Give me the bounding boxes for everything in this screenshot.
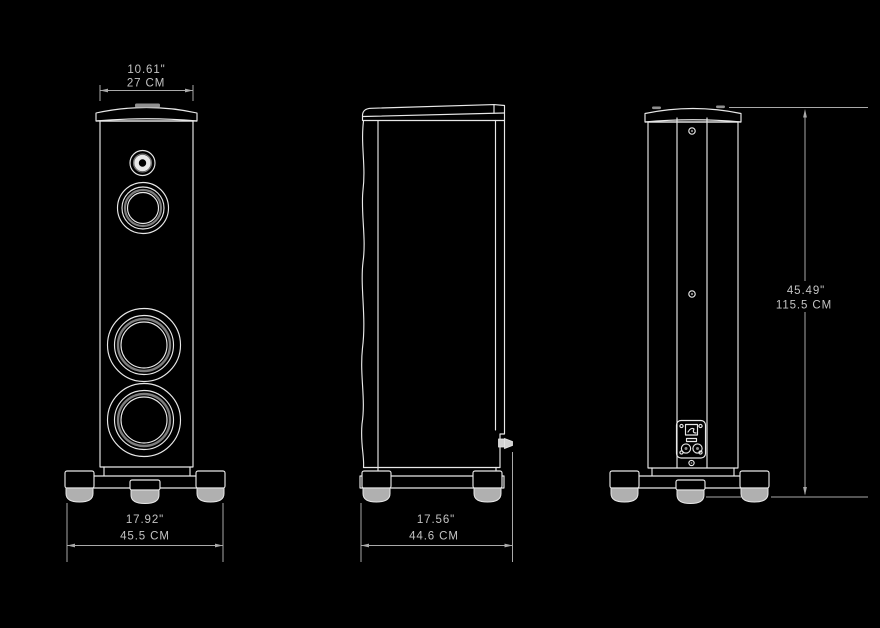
side-front-edge [361,120,365,469]
rear-plinth [651,467,735,477]
rear-binding-posts [680,443,703,454]
dim-base-width-inches: 17.92" [126,514,164,526]
side-view [359,104,513,503]
front-foot-left-cap [65,487,94,503]
side-foot-rear-cap [473,487,502,503]
rear-terminal-emblem [684,423,699,436]
dim-base-width: 17.92" 45.5 CM [66,503,224,562]
front-foot-center-cap [130,489,160,505]
dim-height: 45.49" 115.5 CM [706,107,868,498]
dim-front-width-inches: 10.61" [127,64,165,76]
front-foot-right-block [195,470,226,489]
dim-depth-cm: 44.6 CM [409,531,459,543]
rear-cap-seam-left [652,106,661,110]
rear-screw-middle [688,290,696,298]
dim-base-width-cm: 45.5 CM [120,531,170,543]
front-midrange-driver [116,181,170,235]
front-top-cap-seam [135,103,160,108]
front-cabinet [99,120,194,468]
rear-foot-right-block [739,470,770,489]
dim-height-inches: 45.49" [787,285,825,297]
rear-screw-top [688,127,696,135]
dim-depth-inches: 17.56" [417,514,455,526]
front-foot-center-block [129,479,161,491]
rear-top-cap [644,107,742,123]
rear-foot-left-cap [610,487,639,503]
dim-depth: 17.56" 44.6 CM [360,452,513,562]
front-woofer-1 [106,307,182,383]
rear-foot-center-cap [676,489,705,505]
dim-front-width: 10.61" 27 CM [99,64,194,101]
rear-cap-seam-right [716,105,725,109]
rear-foot-right-cap [740,487,769,503]
rear-terminal-plate [675,419,707,459]
front-foot-right-cap [196,487,225,503]
rear-cabinet [647,121,739,469]
side-foot-front-block [361,470,392,489]
front-tweeter [129,149,156,177]
side-rear-edge [499,119,506,469]
dim-front-width-cm: 27 CM [127,78,165,90]
front-plinth [103,466,191,477]
rear-view [609,105,770,505]
side-top-cap [361,104,506,122]
front-foot-left-block [64,470,95,489]
rear-foot-left-block [609,470,640,489]
rear-foot-center-block [675,479,706,491]
side-base [359,470,505,503]
dim-height-cm: 115.5 CM [776,300,832,312]
front-base [64,470,226,505]
side-foot-front-cap [362,487,391,503]
front-woofer-2 [106,382,182,458]
side-outrigger-bar [359,475,505,489]
side-binding-post-knob [498,437,513,450]
rear-base [609,470,770,505]
front-top-cap [95,106,198,122]
side-foot-rear-block [472,470,503,489]
rear-screw-bottom [688,459,695,467]
front-view [64,103,226,505]
